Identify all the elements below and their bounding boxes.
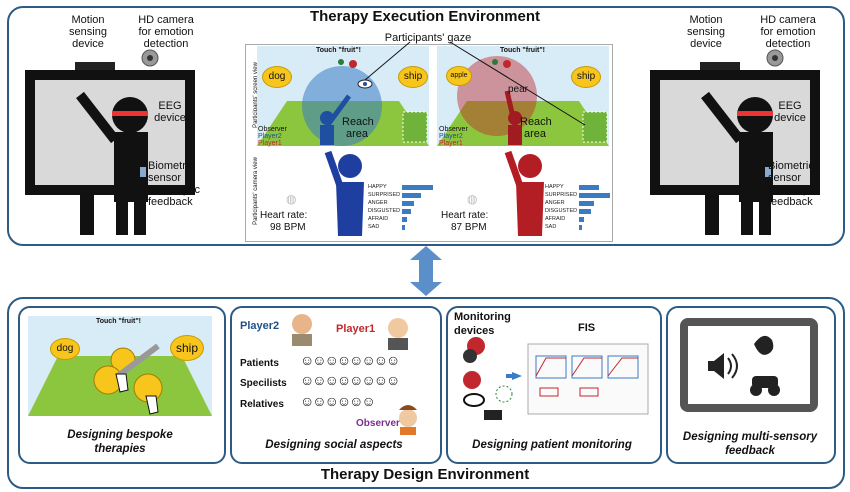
emotion-bar-afraid	[579, 217, 585, 222]
left-bio-label: Biometric sensor with haptic feedback	[148, 160, 200, 208]
bespoke-caption: Designing bespoke therapies	[67, 429, 173, 455]
patients-faces: ☺☺☺☺☺☺☺☺	[300, 352, 400, 368]
tablet-illustration	[680, 318, 818, 412]
right-coin-ship: ship	[571, 66, 601, 88]
emotion-bar-surprised	[402, 193, 421, 198]
fis-label: FIS	[578, 322, 596, 334]
left-heart-icon: ◍	[286, 192, 297, 206]
emotion-bar-happy	[579, 185, 600, 190]
right-role-observer: Observer	[439, 126, 468, 133]
multisensory-caption: Designing multi-sensory feedback	[682, 431, 818, 457]
right-role-player1: Player1	[439, 140, 463, 147]
social-player1: Player1	[336, 323, 376, 335]
right-game-prompt: Touch "fruit"!	[500, 47, 545, 54]
right-camera-figure	[504, 150, 544, 236]
emotion-bar-afraid	[402, 217, 408, 222]
left-camera-figure	[324, 150, 364, 236]
emotion-bar-sad	[579, 225, 583, 230]
emotion-bar-anger	[579, 201, 595, 206]
left-coin-dog: dog	[262, 66, 292, 88]
social-player2: Player2	[240, 320, 280, 332]
emotion-bar-happy	[402, 185, 433, 190]
emotion-bar-disgusted	[579, 209, 591, 214]
right-motion-label: Motion sensing device	[687, 14, 725, 50]
right-bio-label: Biometric sensor with haptic feedback	[768, 160, 820, 208]
bidirectional-arrow	[410, 246, 442, 296]
monitoring-caption: Designing patient monitoring	[472, 439, 632, 451]
relatives-faces: ☺☺☺☺☺☺	[300, 393, 376, 409]
emotion-label-disgusted: DISGUSTED	[545, 208, 578, 214]
left-role-player1: Player1	[258, 140, 282, 147]
right-station-illustration	[650, 49, 820, 235]
gaze-label: Participants' gaze	[384, 32, 472, 44]
emotion-label-disgusted: DISGUSTED	[368, 208, 401, 214]
left-role-observer: Observer	[258, 126, 287, 133]
left-motion-label: Motion sensing device	[69, 14, 107, 50]
bespoke-game-illustration	[28, 316, 212, 416]
right-eeg-label: EEG device	[774, 100, 806, 124]
emotion-label-happy: HAPPY	[368, 184, 387, 190]
left-heart-value: 98 BPM	[270, 222, 306, 233]
left-camera-label: HD camera for emotion detection	[138, 14, 194, 50]
right-heart-label: Heart rate:	[441, 210, 489, 221]
right-coin-apple: apple	[446, 66, 472, 86]
left-role-player2: Player2	[258, 133, 282, 140]
social-relatives: Relatives	[240, 399, 284, 410]
emotion-label-afraid: AFRAID	[368, 216, 389, 222]
gaze-lines	[364, 41, 586, 126]
design-title: Therapy Design Environment	[320, 466, 530, 483]
monitoring-illustration	[463, 337, 649, 420]
emotion-bar-anger	[402, 201, 414, 206]
emotion-label-surprised: SURPRISED	[545, 192, 578, 198]
right-heart-value: 87 BPM	[451, 222, 487, 233]
left-game-screen	[257, 46, 429, 146]
left-coin-ship: ship	[398, 66, 428, 88]
emotion-bar-surprised	[579, 193, 610, 198]
social-observer: Observer	[356, 418, 400, 429]
right-coin-pear: pear	[508, 84, 529, 95]
bespoke-coin-ship: ship	[170, 335, 204, 361]
left-game-prompt: Touch "fruit"!	[316, 47, 361, 54]
emotion-bar-disgusted	[402, 209, 411, 214]
left-station-illustration	[25, 49, 195, 235]
emotion-label-afraid: AFRAID	[545, 216, 566, 222]
left-heart-label: Heart rate:	[260, 210, 308, 221]
emotion-label-happy: HAPPY	[545, 184, 564, 190]
left-reach-label: Reach area	[342, 116, 374, 140]
social-avatars	[292, 314, 417, 435]
emotion-label-anger: ANGER	[368, 200, 388, 206]
camera-view-label: Participants' camera view	[253, 157, 259, 225]
social-patients: Patients	[240, 358, 279, 369]
social-specialists: Specilists	[240, 378, 287, 389]
right-emotions: HAPPY SURPRISED ANGER DISGUSTED AFRAID SAD	[545, 184, 615, 234]
emotion-label-surprised: SURPRISED	[368, 192, 401, 198]
emotion-label-anger: ANGER	[545, 200, 565, 206]
left-eeg-label: EEG device	[154, 100, 186, 124]
social-caption: Designing social aspects	[265, 439, 403, 451]
right-camera-label: HD camera for emotion detection	[760, 14, 816, 50]
execution-title: Therapy Execution Environment	[309, 8, 541, 25]
right-role-player2: Player2	[439, 133, 463, 140]
right-reach-label: Reach area	[520, 116, 552, 140]
left-emotions: HAPPY SURPRISED ANGER DISGUSTED AFRAID SAD	[368, 184, 438, 234]
emotion-label-sad: SAD	[545, 224, 557, 230]
right-heart-icon: ◍	[467, 192, 478, 206]
emotion-label-sad: SAD	[368, 224, 380, 230]
specialists-faces: ☺☺☺☺☺☺☺☺	[300, 372, 400, 388]
emotion-bar-sad	[402, 225, 406, 230]
bespoke-coin-dog: dog	[50, 338, 80, 360]
monitoring-devices-label: Monitoring devices	[454, 311, 511, 337]
right-game-screen	[437, 46, 609, 146]
bespoke-prompt: Touch "fruit"!	[96, 318, 141, 325]
